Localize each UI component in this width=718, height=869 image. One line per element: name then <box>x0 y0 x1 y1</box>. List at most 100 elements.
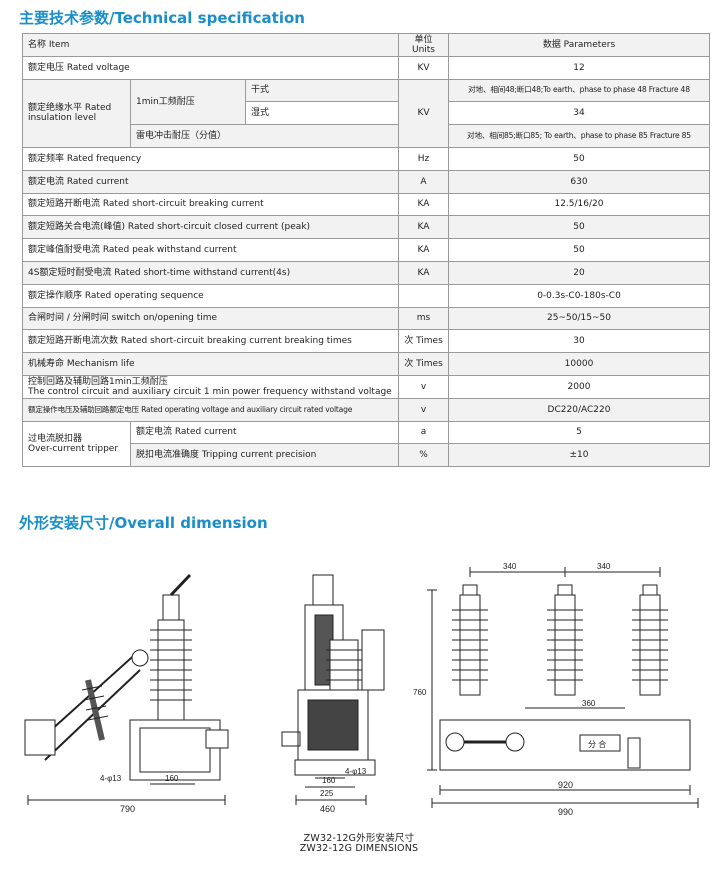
row-item-cn: 过电流脱扣器 <box>28 433 83 444</box>
row-item: 机械寿命 Mechanism life <box>22 352 399 376</box>
dim-920: 920 <box>558 780 573 790</box>
header-item: 名称 Item <box>22 33 399 57</box>
pole-3 <box>632 584 668 696</box>
row-subitem: 湿式 <box>245 101 399 126</box>
header-unit: 单位Units <box>398 33 449 57</box>
row-param: 630 <box>448 169 710 194</box>
table-row: 机械寿命 Mechanism life 次 Times 10000 <box>22 352 710 376</box>
dimension-section-title: 外形安装尺寸/Overall dimension <box>19 514 268 532</box>
row-unit: Hz <box>398 146 449 171</box>
row-param: 50 <box>448 146 710 171</box>
row-param: 12 <box>448 55 710 80</box>
row-param: 34 <box>448 101 710 126</box>
dim-760: 760 <box>413 688 427 697</box>
row-item: 额定短路开断电流 Rated short-circuit breaking cu… <box>22 192 399 217</box>
dim-340-b: 340 <box>597 562 611 571</box>
row-subitem: 脱扣电流准确度 Tripping current precision <box>130 443 399 468</box>
row-param: 50 <box>448 238 710 262</box>
row-unit: v <box>398 397 449 422</box>
table-row: 额定操作顺序 Rated operating sequence 0-0.3s-C… <box>22 283 710 308</box>
row-param: 5 <box>448 420 710 445</box>
spec-table: 名称 Item 单位Units 数据 Parameters 额定电压 Rated… <box>22 33 710 468</box>
header-param: 数据 Parameters <box>448 33 710 57</box>
table-row: 额定短路开断电流 Rated short-circuit breaking cu… <box>22 192 710 217</box>
row-unit: KA <box>398 192 449 217</box>
row-param: ±10 <box>448 443 710 468</box>
row-unit: ms <box>398 306 449 331</box>
row-subitem: 干式 <box>245 78 399 103</box>
row-unit: v <box>398 374 449 399</box>
row-param: 12.5/16/20 <box>448 192 710 217</box>
table-header-row: 名称 Item 单位Units 数据 Parameters <box>22 33 710 57</box>
table-row: 额定短路关合电流(峰值) Rated short-circuit closed … <box>22 215 710 240</box>
row-subitem: 雷电冲击耐压（分值） <box>130 124 399 148</box>
dim-225: 225 <box>320 789 334 798</box>
row-param: 2000 <box>448 374 710 399</box>
row-unit: KV <box>398 55 449 80</box>
table-row: 合闸时间 / 分闸时间 switch on/opening time ms 25… <box>22 306 710 331</box>
table-row: 额定绝缘水平 Rated insulation level 1min工频耐压 干… <box>22 78 710 148</box>
row-param: 0-0.3s-C0-180s-C0 <box>448 283 710 308</box>
drawing-caption-en: ZW32-12G DIMENSIONS <box>299 843 419 854</box>
row-item: 额定峰值耐受电流 Rated peak withstand current <box>22 238 399 262</box>
row-unit: a <box>398 420 449 445</box>
table-row: 额定电压 Rated voltage KV 12 <box>22 55 710 80</box>
spec-section-title: 主要技术参数/Technical specification <box>19 9 305 27</box>
row-subitem: 1min工频耐压 <box>130 78 246 126</box>
dim-holes: 4-φ13 <box>100 774 122 783</box>
table-row: 额定操作电压及辅助回路额定电压 Rated operating voltage … <box>22 397 710 422</box>
row-item: 额定频率 Rated frequency <box>22 146 399 171</box>
drawing-caption-cn: ZW32-12G外形安装尺寸 <box>303 833 415 844</box>
row-item-en: Over-current tripper <box>28 443 119 454</box>
row-unit: KV <box>398 78 449 148</box>
table-row: 额定峰值耐受电流 Rated peak withstand current KA… <box>22 238 710 262</box>
row-unit: 次 Times <box>398 352 449 376</box>
pole-2 <box>547 584 583 696</box>
open-close-label: 分 合 <box>588 739 606 749</box>
front-view-drawing: 460 225 160 4-φ13 <box>281 574 385 814</box>
dim-460: 460 <box>320 804 335 814</box>
row-item: 合闸时间 / 分闸时间 switch on/opening time <box>22 306 399 331</box>
dim-360: 360 <box>582 699 596 708</box>
row-subitem: 额定电流 Rated current <box>130 420 399 445</box>
row-param: 25~50/15~50 <box>448 306 710 331</box>
row-param: 对地、相间48;断口48;To earth、phase to phase 48 … <box>448 78 710 103</box>
row-unit: KA <box>398 260 449 285</box>
row-item: 额定操作顺序 Rated operating sequence <box>22 283 399 308</box>
table-row: 脱扣电流准确度 Tripping current precision % ±10 <box>23 443 710 468</box>
dim-340-a: 340 <box>503 562 517 571</box>
dim-790: 790 <box>120 804 135 814</box>
row-unit: KA <box>398 215 449 240</box>
table-row: 4S额定短时耐受电流 Rated short-time withstand cu… <box>22 260 710 285</box>
row-param: 10000 <box>448 352 710 376</box>
table-row: 湿式 34 <box>23 101 710 126</box>
row-item-cn: 控制回路及辅助回路1min工频耐压 <box>28 376 168 387</box>
row-param: 50 <box>448 215 710 240</box>
row-item: 额定绝缘水平 Rated insulation level <box>22 78 131 148</box>
dim-160: 160 <box>165 774 179 783</box>
dim-160b: 160 <box>322 776 336 785</box>
row-param: DC220/AC220 <box>448 397 710 422</box>
three-pole-drawing: 340 340 分 合 <box>413 562 699 817</box>
row-item: 额定操作电压及辅助回路额定电压 Rated operating voltage … <box>22 397 399 422</box>
row-item: 额定电压 Rated voltage <box>22 55 399 80</box>
side-view-drawing: 790 160 4-φ13 <box>24 573 229 814</box>
pole-1 <box>452 584 488 696</box>
row-param: 30 <box>448 329 710 354</box>
dimension-drawings: 790 160 4-φ13 460 225 160 4-φ13 340 3 <box>24 562 699 817</box>
row-item: 额定短路开断电流次数 Rated short-circuit breaking … <box>22 329 399 354</box>
table-row: 额定短路开断电流次数 Rated short-circuit breaking … <box>22 329 710 354</box>
row-unit: % <box>398 443 449 468</box>
table-row: 额定电流 Rated current A 630 <box>22 169 710 194</box>
dim-990: 990 <box>558 807 573 817</box>
row-item: 4S额定短时耐受电流 Rated short-time withstand cu… <box>22 260 399 285</box>
row-unit <box>398 283 449 308</box>
row-unit: A <box>398 169 449 194</box>
insulator-sheds <box>150 629 192 701</box>
row-param: 对地、相间85;断口85; To earth、phase to phase 85… <box>448 124 710 148</box>
row-param: 20 <box>448 260 710 285</box>
